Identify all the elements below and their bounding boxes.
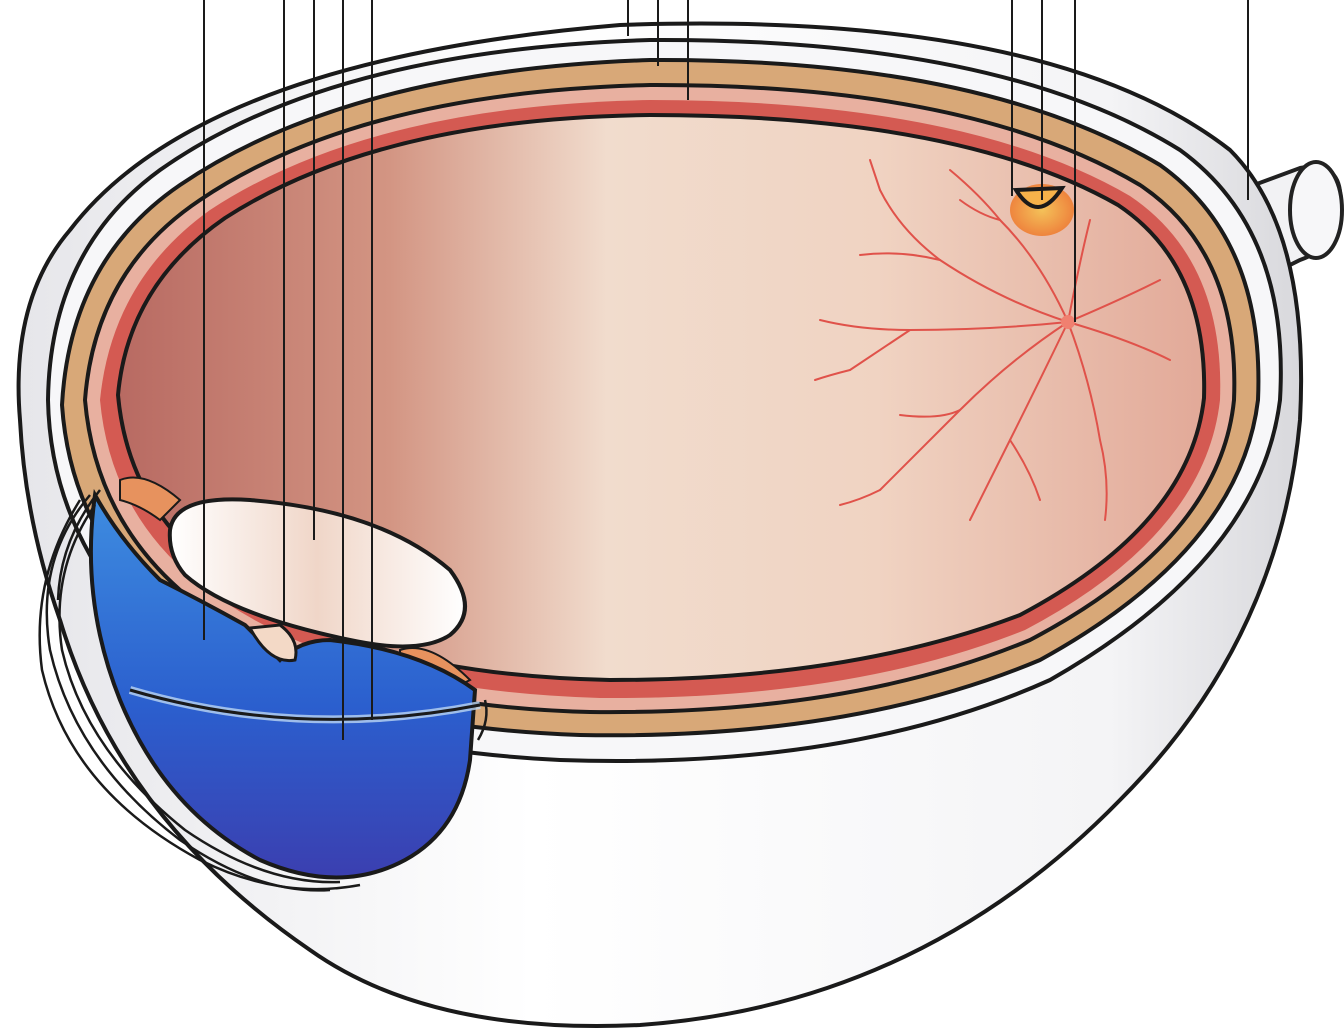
optic-disc bbox=[1061, 315, 1075, 329]
